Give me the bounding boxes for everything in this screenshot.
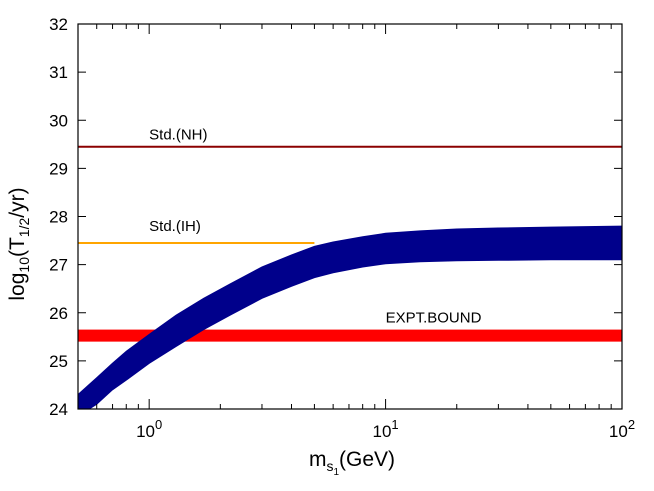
x-axis-label: ms1(GeV) [309,448,395,478]
x-tick-label: 101 [373,417,399,441]
plot-area: Std.(NH) Std.(IH) EXPT.BOUND [78,127,622,409]
expt-bound-band [78,329,622,342]
annotation-expt-bound: EXPT.BOUND [386,309,482,326]
x-tick-label: 100 [136,417,162,441]
y-tick-label: 26 [49,304,68,323]
axes: 24 25 26 27 28 29 30 31 32 100 101 102 [49,15,635,441]
y-tick-label: 32 [49,15,68,34]
allowed-region-band [78,225,622,409]
y-tick-label: 28 [49,208,68,227]
annotation-std-nh: Std.(NH) [149,127,207,144]
y-tick-label: 25 [49,352,68,371]
y-tick-label: 24 [49,400,68,419]
x-tick-label: 102 [609,417,635,441]
y-axis-label: log10(T1/2/yr) [6,187,32,300]
y-tick-label: 30 [49,111,68,130]
y-tick-label: 29 [49,159,68,178]
y-tick-label: 31 [49,63,68,82]
plot-content [78,145,622,409]
y-tick-label: 27 [49,256,68,275]
annotation-std-ih: Std.(IH) [149,218,201,235]
